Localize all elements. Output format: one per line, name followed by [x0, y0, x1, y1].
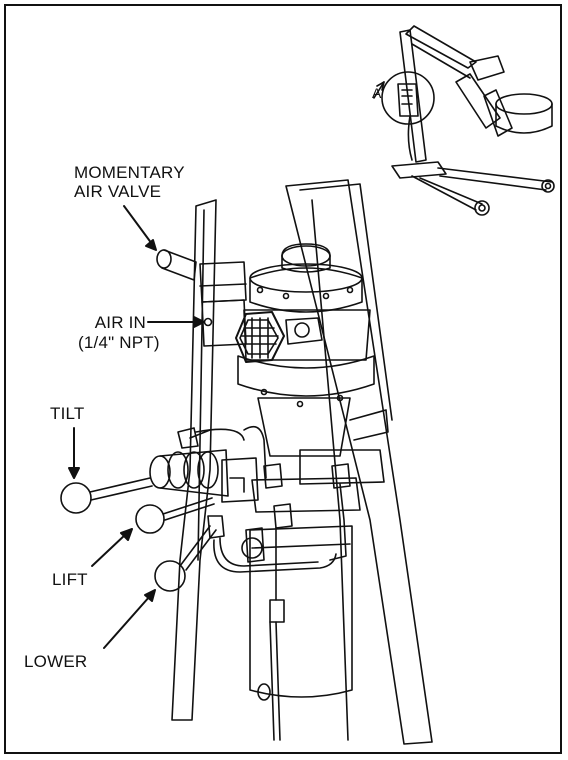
- mast-rails: [171, 179, 433, 745]
- lift-label: LIFT: [52, 570, 88, 589]
- tilt-label: TILT: [50, 404, 85, 423]
- detail-marker-label: A: [372, 85, 382, 101]
- momentary-label-line2: AIR VALVE: [74, 182, 162, 201]
- momentary-label-line1: MOMENTARY: [74, 163, 185, 182]
- lift-overview-inset: [373, 25, 555, 216]
- air-in-label: AIR IN: [80, 313, 146, 332]
- air-in-size-label: (1/4" NPT): [78, 333, 160, 352]
- lift-handle: [135, 497, 215, 534]
- diagram-border: [4, 4, 562, 754]
- air-in-label-line2: (1/4" NPT): [78, 333, 160, 352]
- air-motor-housing: [235, 243, 375, 457]
- control-valve-body: [149, 425, 267, 503]
- tilt-handle: [60, 477, 153, 514]
- lower-handle: [154, 525, 217, 592]
- lower-label: LOWER: [24, 652, 88, 671]
- air-in-label-line1: AIR IN: [94, 313, 146, 332]
- momentary-air-valve-label: MOMENTARY AIR VALVE: [74, 163, 185, 201]
- hydraulic-cylinder: [177, 409, 389, 701]
- hydraulic-hoses: [213, 527, 337, 741]
- callout-arrows: [68, 205, 205, 649]
